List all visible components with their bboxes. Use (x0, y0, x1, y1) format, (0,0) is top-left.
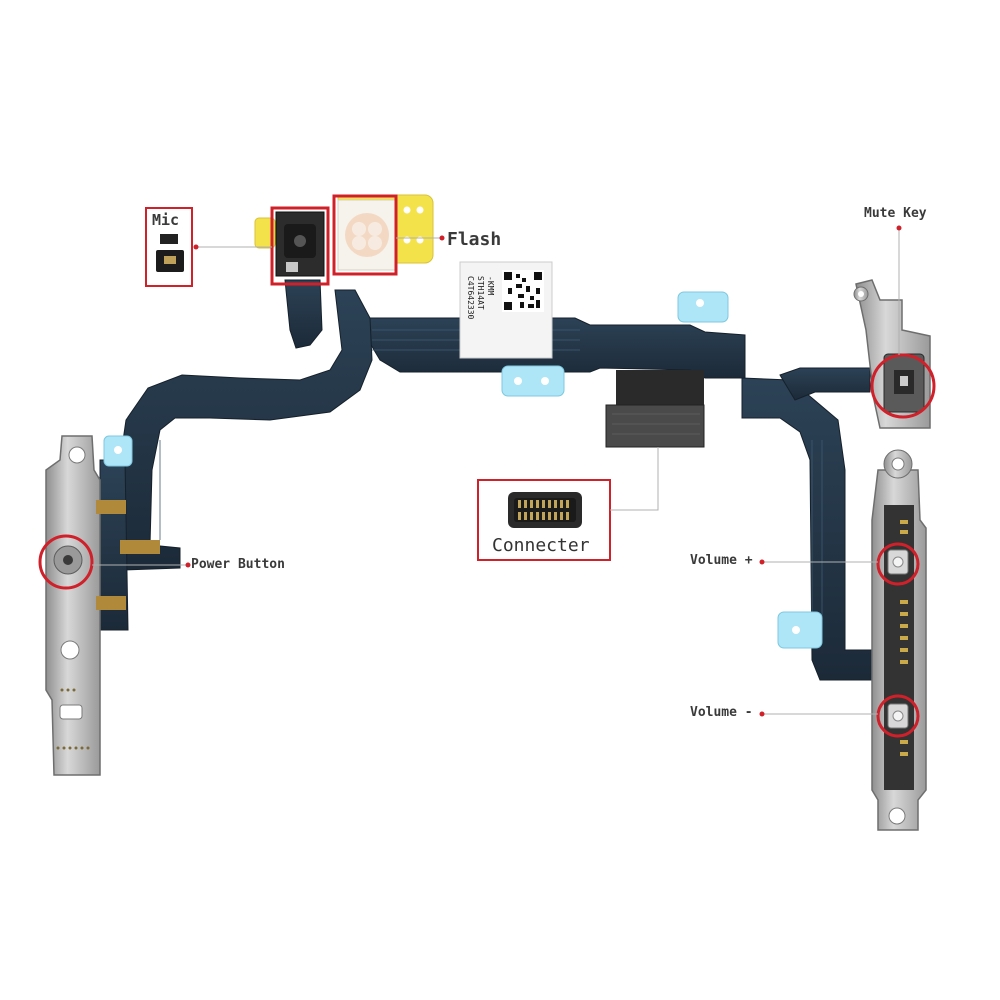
sticker-line-2: STH14AT (476, 276, 485, 310)
mic-inset (145, 207, 193, 287)
volume-up-label: Volume + (690, 553, 753, 568)
blue-tab-holes (114, 299, 800, 634)
mute-key-bracket (853, 279, 931, 429)
volume-down-highlight-circle (876, 694, 920, 738)
power-bracket (45, 435, 160, 776)
connector-stiffener (605, 370, 705, 448)
mute-highlight-circle (870, 353, 936, 419)
volume-up-highlight-circle (876, 542, 920, 586)
flex-sticker: C4T642330 STH14AT -KMM (459, 261, 553, 359)
mute-key-label: Mute Key (864, 206, 927, 221)
volume-bracket (871, 449, 927, 831)
volume-down-label: Volume - (690, 705, 753, 720)
flash-label: Flash (447, 229, 502, 250)
power-button-label: Power Button (191, 557, 285, 572)
highlight-boxes (270, 194, 398, 286)
power-highlight-circle (38, 534, 94, 590)
highlight-circles (38, 353, 936, 738)
connector-label: Connecter (492, 535, 590, 556)
callout-dots (185, 225, 902, 717)
connector-leader-line (610, 447, 659, 511)
leader-lines (92, 226, 900, 715)
mic-component (275, 211, 325, 277)
qr-code-icon (502, 270, 544, 312)
sticker-line-3: -KMM (486, 276, 495, 295)
mic-label: Mic (152, 211, 180, 229)
flash-highlight-box (332, 194, 398, 276)
connector-inset (477, 479, 611, 561)
sticker-line-1: C4T642330 (466, 276, 475, 320)
mic-highlight-box (270, 206, 330, 286)
